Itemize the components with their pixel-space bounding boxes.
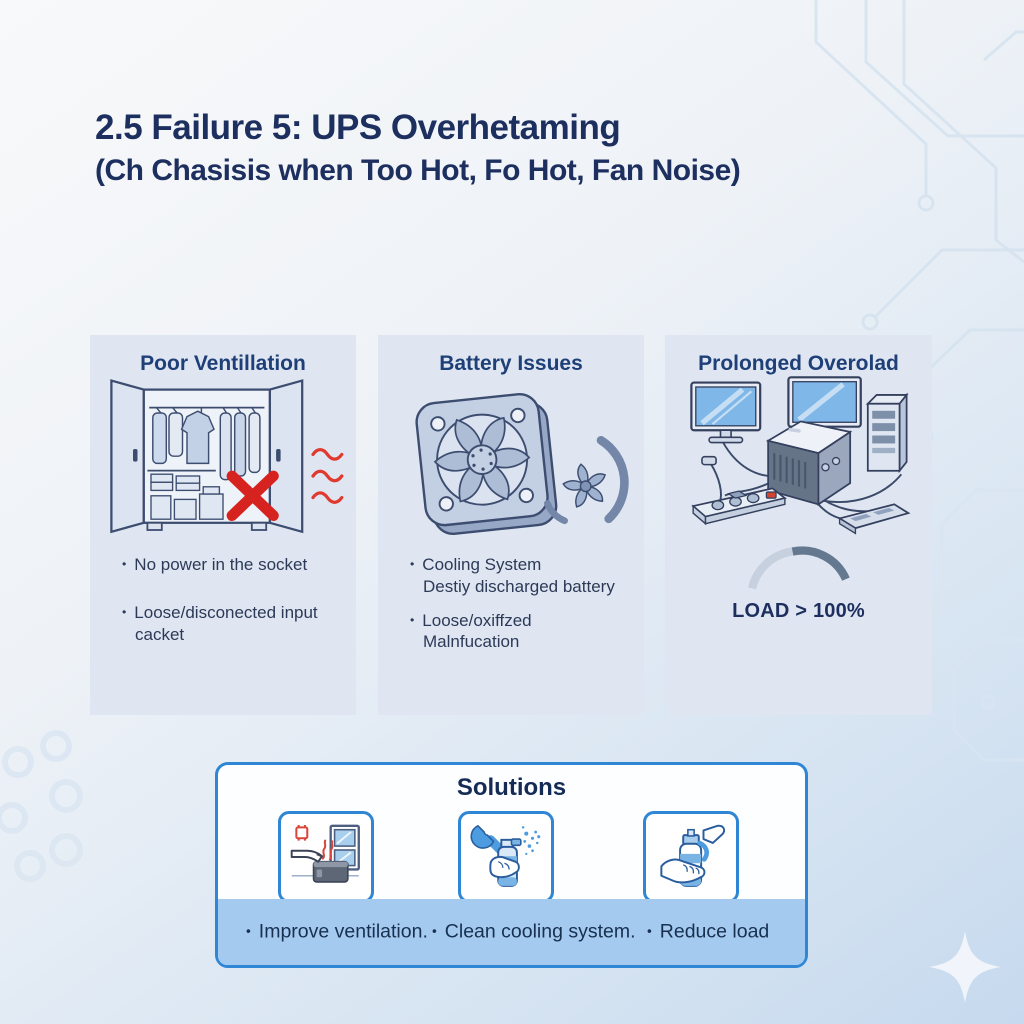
heat-waves-icon (311, 448, 344, 504)
card-poor-ventilation: Poor Ventillation (90, 335, 356, 715)
card-title: Battery Issues (439, 352, 583, 375)
load-label: LOAD > 100% (732, 600, 865, 622)
small-fan-icon (544, 435, 629, 525)
ventilation-icon (278, 811, 374, 903)
solution-label: Clean cooling system. (432, 921, 636, 944)
tower-pc-icon (865, 392, 908, 474)
ups-box-icon (765, 420, 852, 506)
card-bullet: Cooling System Destiy discharged battery (410, 554, 630, 598)
clean-cooling-icon (458, 811, 554, 903)
page-subtitle: (Ch Chasisis when Too Hot, Fo Hot, Fan N… (95, 153, 741, 187)
monitor-icon (786, 376, 862, 439)
card-bullet-list: Cooling System Destiy discharged battery… (378, 554, 644, 653)
card-bullet: No power in the socket (122, 554, 342, 576)
card-title: Poor Ventillation (140, 352, 306, 375)
solution-label: Improve ventilation. (246, 921, 428, 944)
solutions-band: Improve ventilation. Clean cooling syste… (218, 899, 805, 965)
overloaded-equipment-illustration (665, 376, 932, 538)
page-title: 2.5 Failure 5: UPS Overhetaming (95, 108, 621, 147)
monitor-icon (689, 381, 761, 444)
reduce-load-icon (643, 811, 739, 903)
solutions-title: Solutions (456, 774, 567, 801)
solutions-panel: Solutions (215, 762, 808, 968)
power-strip-icon (690, 487, 787, 526)
solution-label: Reduce load (647, 921, 770, 944)
peripheral-device-icon (836, 503, 911, 535)
load-gauge (665, 546, 932, 597)
closet-illustration (90, 378, 356, 538)
card-battery-issues: Battery Issues (378, 335, 644, 715)
card-prolonged-overload: Prolonged Overolad (665, 335, 932, 715)
sparkle-icon (929, 931, 1001, 1003)
cooling-fan-illustration (378, 378, 644, 538)
card-bullet: Loose/oxiffzed Malnfucation (410, 610, 630, 654)
card-bullet: Loose/disconected input cacket (122, 602, 342, 646)
card-title: Prolonged Overolad (698, 352, 899, 375)
component-icon (295, 825, 309, 841)
card-bullet-list: No power in the socket Loose/disconected… (90, 554, 356, 645)
header: 2.5 Failure 5: UPS Overhetaming (Ch Chas… (95, 108, 741, 188)
blocked-x-icon (226, 470, 279, 521)
rings-pattern-bottom-left (0, 730, 83, 882)
